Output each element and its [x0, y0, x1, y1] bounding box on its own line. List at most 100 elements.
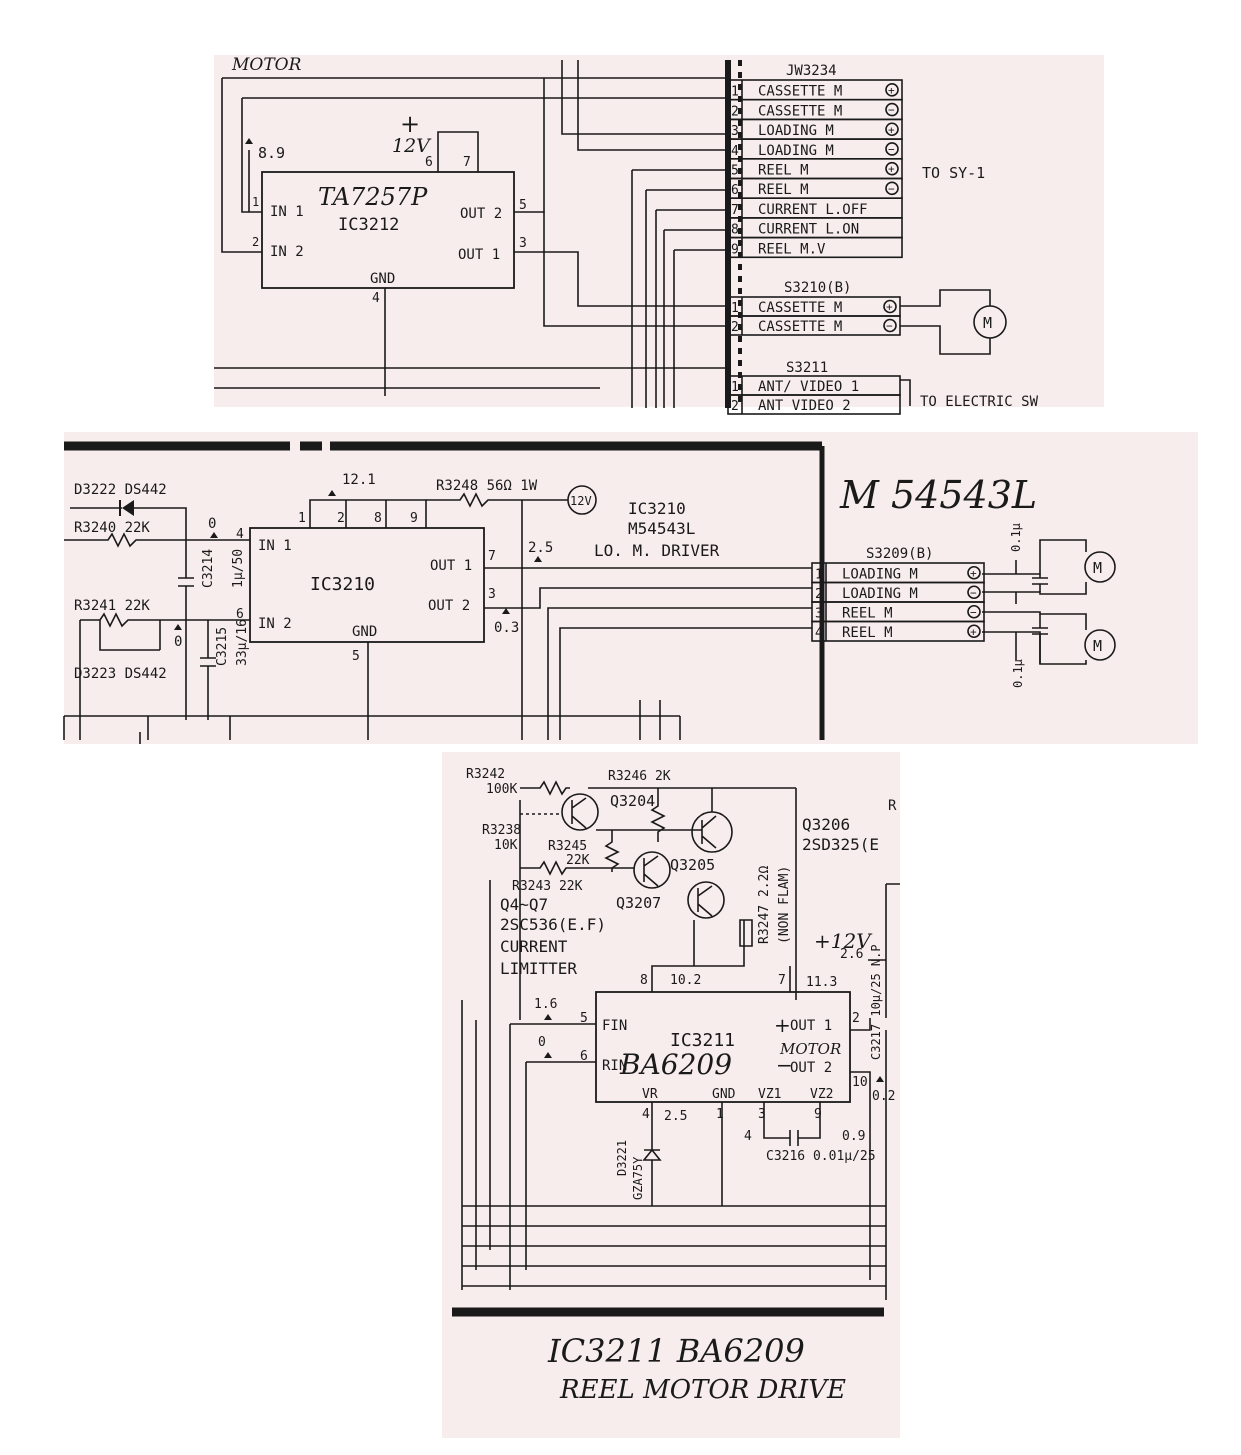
s3210-polarity-icon [883, 318, 897, 333]
jw3234-polarity-icon [885, 181, 899, 196]
ic3211-out2: OUT 2 [790, 1060, 832, 1076]
s3209-polarity: + [970, 625, 977, 638]
ic3211-pin5: 5 [580, 1011, 588, 1026]
s3209-pin-number: 1 [815, 568, 823, 583]
jw3234-name: JW3234 [786, 63, 837, 79]
reel-motor-label: M [1093, 637, 1102, 655]
ic3210-pin8: 8 [374, 511, 382, 526]
loading-motor-label: M [1093, 559, 1102, 577]
ic3210-pin9: 9 [410, 511, 418, 526]
s3210-polarity: − [886, 320, 893, 333]
top-scrap [214, 55, 1104, 407]
ic3210-gnd: GND [352, 624, 377, 640]
jw3234-pin-number: 3 [731, 124, 739, 139]
jw3234-pin-label: CASSETTE M [758, 84, 842, 100]
ic3211-pin8: 8 [640, 973, 648, 988]
d3223-label: D3223 DS442 [74, 666, 167, 682]
ic3210-pin6: 6 [236, 607, 244, 622]
ic3211-vz2: VZ2 [810, 1087, 833, 1102]
s3209-pin-label: REEL M [842, 606, 893, 622]
ic3210-out2: OUT 2 [428, 598, 470, 614]
ic3211-pin2: 2 [852, 1011, 860, 1026]
ic3211-rin: RIN [602, 1058, 627, 1074]
ic3210-box [249, 527, 485, 643]
ic3211-out1: OUT 1 [790, 1018, 832, 1034]
ic3210-pin7: 7 [488, 549, 496, 564]
jw3234-polarity-icon [885, 83, 899, 97]
s3211-dest: TO ELECTRIC SW [920, 394, 1039, 410]
s3211-pin-row [727, 394, 901, 415]
ic3211-pin7: 7 [778, 973, 786, 988]
limiter-label-4: LIMITTER [500, 959, 577, 978]
ic3210-pin3: 3 [488, 587, 496, 602]
jw3234-polarity: − [888, 182, 895, 195]
s3211-pin-number: 1 [731, 380, 739, 395]
middle-section: M 54543L D3222 DS442 R3240 22K 0 C3214 1… [63, 441, 1116, 744]
r3240-label: R3240 22K [74, 520, 150, 536]
top-supply-mark: + [400, 110, 420, 138]
limiter-label-3: CURRENT [500, 937, 568, 956]
top-pin-voltage-8.9: 8.9 [258, 144, 285, 162]
jw3234-pin-label: REEL M [758, 182, 809, 198]
q3206-label: Q3206 [802, 815, 850, 834]
ic3211-vr: VR [642, 1087, 658, 1102]
c3217-label: C3217 10µ/25 N.P [869, 944, 883, 1060]
s3209-pin-number: 4 [815, 626, 823, 641]
jw3234-pin-number: 5 [731, 164, 739, 179]
jw3234-pin-number: 7 [731, 203, 739, 218]
s3209-pin-number: 2 [815, 587, 823, 602]
ic3211-pin3: 3 [758, 1107, 766, 1122]
s3210-pin-number: 1 [731, 301, 739, 316]
r3246-label: R3246 2K [608, 769, 671, 784]
ic3212-gnd: GND [370, 271, 395, 287]
jw3234-pin-number: 9 [731, 242, 739, 257]
mid-supply-label: 12V [570, 494, 592, 508]
r3243-label: R3243 22K [512, 879, 583, 894]
r3238-value: 10K [494, 838, 518, 853]
s3209-pin-label: LOADING M [842, 567, 918, 583]
fin-voltage: 1.6 [534, 997, 557, 1012]
ic3212-pin1: 1 [252, 195, 259, 209]
mid-out2-voltage: 0.3 [494, 620, 519, 636]
bot-pin7-voltage: 11.3 [806, 975, 837, 990]
ic3211-pin1: 1 [716, 1107, 724, 1122]
s3210-pin-number: 2 [731, 320, 739, 335]
ic3210-pin4: 4 [236, 527, 244, 542]
c3214-value: 1µ/50 [231, 549, 246, 588]
jw3234-pin-label: REEL M.V [758, 241, 826, 257]
mid-supply-node [567, 485, 597, 515]
jw3234-polarity-icon [885, 122, 899, 137]
mid-out1-voltage: 2.5 [528, 540, 553, 556]
jw3234-pin-number: 6 [731, 183, 739, 198]
ic3212-in2: IN 2 [270, 244, 304, 260]
jw3234-pin-number: 8 [731, 223, 739, 238]
jw3234-pin-label: CURRENT L.OFF [758, 202, 868, 218]
ic3210-in2: IN 2 [258, 616, 292, 632]
jw3234-polarity-icon [885, 142, 899, 156]
d3221-part: GZA75Y [631, 1156, 645, 1200]
s3209-polarity: − [970, 606, 977, 619]
bot-supply-hand: +12V [814, 929, 873, 953]
bot-out-voltage: 2.6 [840, 947, 863, 962]
q3204-label: Q3204 [610, 792, 655, 810]
ic3211-fin: FIN [602, 1018, 627, 1034]
s3211-name: S3211 [786, 360, 828, 376]
ic3212-in1: IN 1 [270, 204, 304, 220]
jw3234-polarity-icon [885, 161, 899, 176]
reel-motor [1084, 629, 1116, 661]
c3215-value: 33µ/16 [235, 619, 250, 666]
jw3234-pin-label: CURRENT L.ON [758, 222, 859, 238]
cap-top-value: 0.1µ [1009, 523, 1023, 552]
s3210-name: S3210(B) [784, 280, 851, 296]
jw3234-pin-number: 2 [731, 104, 739, 119]
r3248-label: R3248 56Ω 1W [436, 478, 538, 494]
s3210-polarity-icon [883, 299, 897, 314]
cap-bottom-value: 0.1µ [1011, 659, 1025, 688]
vz-pin4: 4 [744, 1129, 752, 1144]
d3222-label: D3222 DS442 [74, 482, 167, 498]
jw3234-dest: TO SY-1 [922, 164, 985, 182]
s3209-pin-number: 3 [815, 607, 823, 622]
ic3210-out1: OUT 1 [430, 558, 472, 574]
